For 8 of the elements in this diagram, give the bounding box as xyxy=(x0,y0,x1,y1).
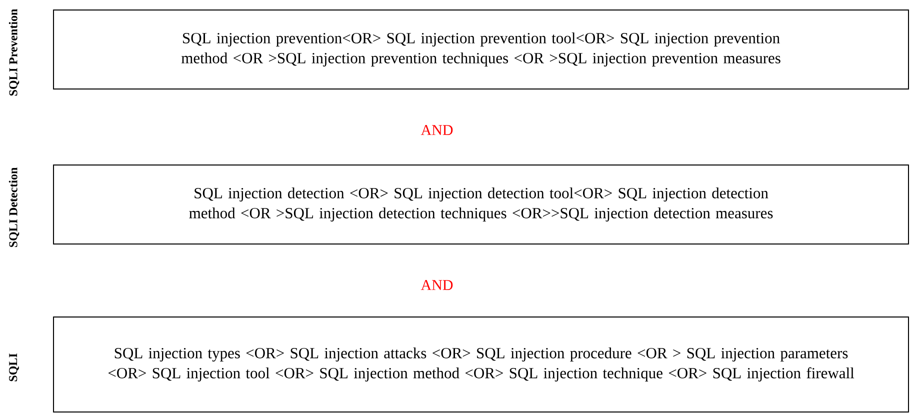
text-box: SQL injection prevention<OR> SQL injection prevention tool<OR> SQL injection prevention method <OR >SQL injection prevention techniques <OR >SQL injection prevention measures xyxy=(53,10,909,90)
operator-label: AND xyxy=(420,280,453,290)
side-label: SQLI Prevention xyxy=(8,8,20,96)
side-label: SQLI Detection xyxy=(8,168,20,248)
operator-label: AND xyxy=(420,125,453,135)
text-box: SQL injection detection <OR> SQL injection detection tool<OR> SQL injection detection method <OR >SQL injection detection techniques <OR>>SQL injection detection measures xyxy=(53,164,909,244)
text-box: SQL injection types <OR> SQL injection attacks <OR> SQL injection procedure <OR > SQL injection parameters <OR> SQL injection tool <OR> SQL injection method <OR> SQL injection technique <OR> SQL injection firewall xyxy=(53,316,909,412)
side-label: SQLI xyxy=(9,354,19,382)
